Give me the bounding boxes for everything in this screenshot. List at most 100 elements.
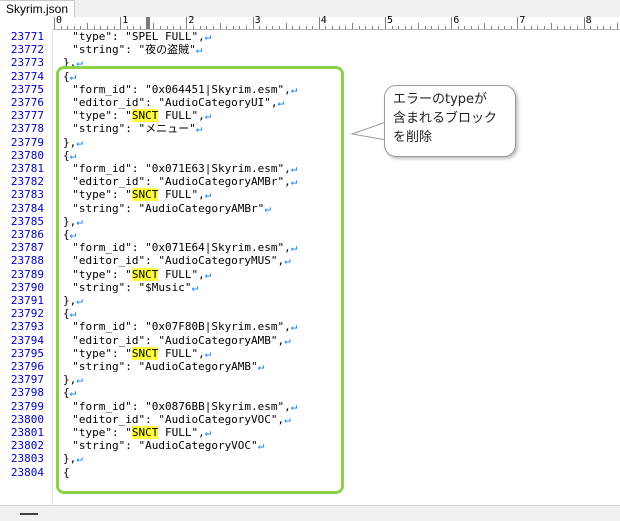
newline-marker-icon: ↵: [69, 386, 77, 400]
line-number: 23802: [10, 439, 44, 453]
ruler-tick: [140, 26, 142, 29]
ruler-tick: [391, 26, 393, 29]
line-number: 23794: [10, 333, 44, 347]
line-number: 23781: [10, 162, 44, 175]
ruler-tick: [179, 26, 181, 29]
ruler-tick: [371, 26, 373, 29]
ruler-tick: [477, 26, 479, 29]
line-number: 23780: [10, 148, 44, 162]
line-number: 23791: [10, 294, 44, 307]
ruler-tick: [73, 26, 75, 29]
ruler-tick: [193, 26, 195, 29]
ruler-label: 8: [585, 15, 592, 26]
ruler-label: 6: [453, 15, 460, 26]
newline-marker-icon: ↵: [204, 30, 212, 43]
newline-marker-icon: ↵: [277, 96, 285, 109]
ruler-tick: [431, 26, 433, 29]
ruler-tick: [67, 26, 69, 29]
code-text: "string": "AudioCategoryAMB": [59, 360, 258, 373]
code-text: "form_id": "0x064451|Skyrim.esm",: [59, 82, 291, 96]
code-line: "form_id": "0x0876BB|Skyrim.esm",↵: [59, 400, 297, 413]
ruler-tick: [54, 17, 55, 29]
ruler-tick: [365, 26, 367, 29]
code-text: },: [63, 452, 77, 466]
line-number: 23784: [10, 201, 44, 215]
line-number: 23790: [10, 280, 44, 294]
ruler-tick: [603, 26, 605, 29]
ruler-tick: [298, 26, 300, 29]
ruler-tick: [338, 26, 340, 29]
newline-marker-icon: ↵: [76, 452, 83, 466]
line-number: 23776: [10, 96, 44, 109]
ruler-tick: [398, 26, 400, 29]
line-number: 23774: [10, 69, 44, 83]
ruler-tick: [616, 23, 618, 29]
ruler-label: 0: [56, 15, 63, 26]
code-line: "string": "AudioCategoryAMB"↵: [59, 360, 264, 373]
ruler-tick: [570, 26, 572, 29]
ruler-tick: [245, 26, 247, 29]
ruler-tick: [166, 26, 168, 29]
search-match-highlight: SNCT: [131, 267, 159, 281]
editor-text-area[interactable]: "type": "SPEL FULL",↵ "string": "夜の盗賊"↵}…: [52, 29, 620, 505]
newline-marker-icon: ↵: [76, 56, 83, 70]
code-line: },↵: [63, 294, 83, 307]
code-line: "string": "メニュー"↵: [59, 122, 202, 135]
code-text: "type": ": [59, 267, 132, 281]
ruler-tick: [80, 26, 82, 29]
code-text: {: [63, 465, 70, 479]
line-number: 23771: [10, 30, 44, 43]
ruler-tick: [490, 26, 492, 29]
code-line: "editor_id": "AudioCategoryAMBr",↵: [59, 175, 297, 188]
ruler-tick: [159, 26, 161, 29]
newline-marker-icon: ↵: [290, 175, 298, 189]
highlight-frame: [56, 66, 344, 494]
newline-marker-icon: ↵: [257, 439, 265, 453]
newline-marker-icon: ↵: [290, 399, 298, 413]
search-match-highlight: SNCT: [131, 346, 159, 360]
newline-marker-icon: ↵: [204, 346, 212, 360]
line-number: 23786: [10, 228, 44, 241]
search-match-highlight: SNCT: [131, 426, 159, 439]
code-line: {↵: [63, 228, 76, 241]
code-line: {: [63, 466, 70, 479]
ruler-tick: [305, 26, 307, 29]
code-text: {: [63, 228, 70, 241]
ruler-tick: [517, 17, 519, 29]
code-text: "editor_id": "AudioCategoryVOC",: [59, 412, 285, 426]
ruler-tick: [60, 26, 62, 29]
newline-marker-icon: ↵: [290, 82, 298, 96]
ruler-tick: [173, 26, 175, 29]
newline-marker-icon: ↵: [204, 188, 212, 202]
line-number: 23778: [10, 122, 44, 136]
code-text: "editor_id": "AudioCategoryAMB",: [59, 333, 285, 347]
ruler-tick: [464, 26, 466, 29]
ruler-tick: [93, 26, 95, 29]
ruler-label: 5: [387, 15, 394, 26]
code-text: },: [63, 294, 77, 307]
file-tab[interactable]: Skyrim.json: [0, 0, 76, 17]
line-number: 23788: [10, 254, 44, 268]
code-line: {↵: [63, 307, 76, 320]
code-line: "form_id": "0x064451|Skyrim.esm",↵: [59, 83, 297, 96]
line-number: 23798: [10, 386, 44, 400]
newline-marker-icon: ↵: [264, 201, 271, 215]
ruler-tick: [471, 26, 473, 29]
newline-marker-icon: ↵: [191, 280, 199, 294]
search-match-highlight: SNCT: [131, 188, 159, 202]
newline-marker-icon: ↵: [204, 267, 212, 281]
code-text: "form_id": "0x07F80B|Skyrim.esm",: [59, 320, 291, 334]
ruler-tick: [100, 26, 102, 29]
code-text: FULL",: [158, 346, 205, 360]
ruler-tick: [510, 26, 512, 29]
code-line: "string": "夜の盗賊"↵: [59, 43, 202, 56]
code-line: "type": "SPEL FULL",↵: [59, 30, 211, 43]
code-text: "string": "AudioCategoryVOC": [59, 439, 258, 453]
newline-marker-icon: ↵: [204, 426, 212, 439]
code-line: "type": "SNCT FULL",↵: [59, 267, 212, 281]
ruler-tick: [212, 26, 214, 29]
ruler-tick: [239, 26, 241, 29]
code-line: "editor_id": "AudioCategoryAMB",↵: [59, 334, 291, 347]
ruler-label: 7: [519, 15, 526, 26]
code-line: },↵: [63, 373, 83, 386]
